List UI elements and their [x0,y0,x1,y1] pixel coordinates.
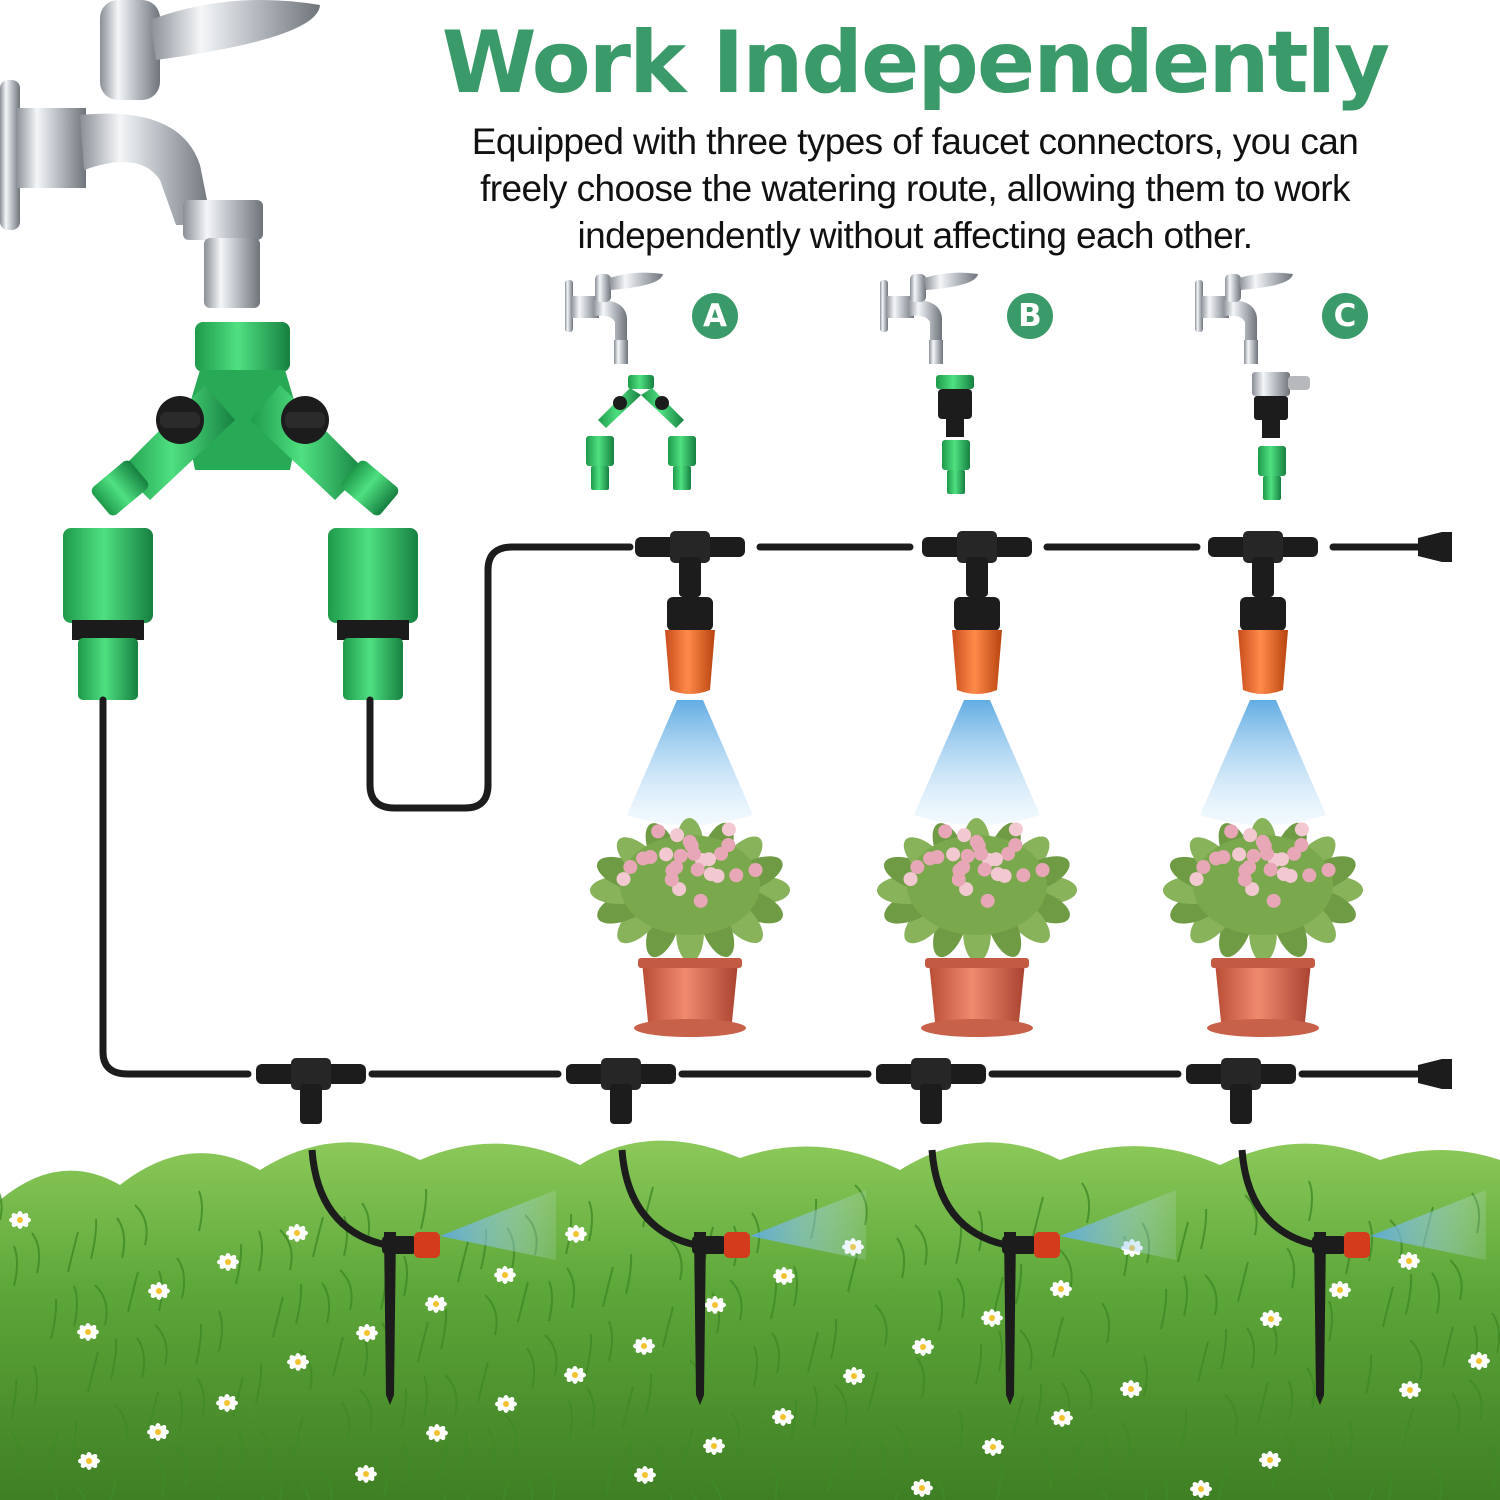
mist-spray [627,700,753,825]
y-splitter-icon [586,375,696,490]
daisy [1260,1310,1282,1328]
daisy [1329,1281,1351,1299]
quick-connector-icon [63,528,418,700]
drip-stake-icon [928,1149,1060,1405]
daisy [564,1366,586,1384]
quick-connector-icon [936,375,974,494]
drip-line [256,1058,1486,1405]
daisy [981,1309,1003,1327]
tee-connector-icon [1186,1058,1296,1124]
connector-options [565,272,1310,500]
lawn [0,1140,1500,1500]
flower-pot-icon [590,818,790,1037]
daisy [1190,1480,1212,1498]
drip-stake-icon [1238,1149,1370,1405]
daisy [703,1437,725,1455]
tee-connector-icon [1208,531,1318,597]
daisy [148,1282,170,1300]
daisy [147,1423,169,1441]
faucet-icon [880,272,978,364]
daisy [356,1324,378,1342]
mist-line [590,531,1363,1037]
daisy [773,1267,795,1285]
daisy [78,1452,100,1470]
daisy [634,1466,656,1484]
quick-connector-icon [1252,372,1310,500]
daisy [1398,1252,1420,1270]
daisy [494,1266,516,1284]
drip-stake-icon [308,1149,440,1405]
side-spray [750,1190,866,1260]
daisy [426,1424,448,1442]
faucet-icon [1195,272,1293,364]
faucet-icon [0,0,320,308]
page-title: Work Independently [441,13,1390,113]
mist-nozzle-icon [952,597,1002,694]
daisy [216,1394,238,1412]
tee-connector-icon [256,1058,366,1124]
end-plug-icon [1418,532,1452,1089]
mist-nozzle-icon [1238,597,1288,694]
description: Equipped with three types of faucet conn… [420,118,1410,259]
daisy [495,1395,517,1413]
option-badge-c: C [1322,293,1368,339]
y-splitter-icon [91,322,399,516]
mist-spray [1200,700,1326,825]
daisy [1468,1352,1490,1370]
side-spray [1060,1190,1176,1260]
faucet-icon [565,272,663,364]
daisy [1399,1381,1421,1399]
daisy [9,1211,31,1229]
daisy [217,1253,239,1271]
daisy [1050,1280,1072,1298]
side-spray [440,1190,556,1260]
daisy [772,1408,794,1426]
daisy [912,1338,934,1356]
daisy [1120,1380,1142,1398]
daisy [982,1438,1004,1456]
tee-connector-icon [635,531,745,597]
flower-pot-icon [877,818,1077,1037]
tee-connector-icon [566,1058,676,1124]
mist-nozzle-icon [665,597,715,694]
side-spray [1370,1190,1486,1260]
daisy [704,1296,726,1314]
daisy [286,1224,308,1242]
description-line: freely choose the watering route, allowi… [480,168,1350,209]
description-line: independently without affecting each oth… [577,215,1254,256]
flower-pot-icon [1163,818,1363,1037]
option-badge-b: B [1007,293,1053,339]
daisy [843,1367,865,1385]
daisy [77,1323,99,1341]
tee-connector-icon [876,1058,986,1124]
mist-spray [914,700,1040,825]
option-badge-a: A [692,293,738,339]
daisy [287,1353,309,1371]
daisy [633,1337,655,1355]
daisy [1259,1451,1281,1469]
daisy [1051,1409,1073,1427]
tee-connector-icon [922,531,1032,597]
daisy [565,1225,587,1243]
daisy [425,1295,447,1313]
drip-stake-icon [618,1149,750,1405]
hose-lines [99,543,1422,1078]
daisy [911,1479,933,1497]
daisy [355,1465,377,1483]
description-line: Equipped with three types of faucet conn… [471,121,1359,162]
